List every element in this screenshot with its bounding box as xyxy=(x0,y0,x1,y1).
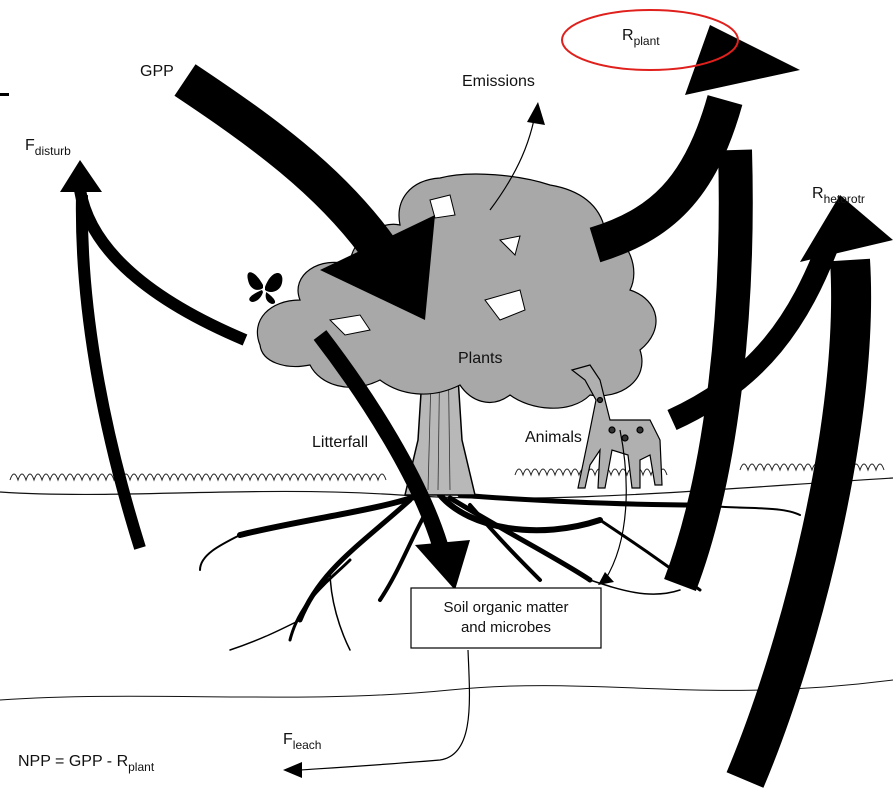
soil-box-text: Soil organic matter and microbes xyxy=(411,598,601,638)
soil-box-line-1: Soil organic matter xyxy=(411,598,601,618)
litterfall-arrowhead xyxy=(415,540,470,590)
animals-to-soil-arrowhead xyxy=(598,572,614,585)
plants-label: Plants xyxy=(458,350,502,367)
f-leach-sub: leach xyxy=(293,738,322,752)
f-leach-main: F xyxy=(283,731,293,748)
npp-sub: plant xyxy=(128,760,155,774)
f-leach-label: Fleach xyxy=(283,731,321,752)
r-heterotr-sub: heterotr xyxy=(824,192,865,206)
corner-tick xyxy=(0,93,9,96)
r-plant-label: Rplant xyxy=(622,27,660,48)
npp-equation: NPP = GPP - Rplant xyxy=(18,753,155,774)
r-heterotr-arrow-lower xyxy=(745,260,851,780)
gpp-arrow xyxy=(185,80,380,250)
emissions-arrowhead xyxy=(527,102,545,125)
f-disturb-arrowhead xyxy=(60,160,102,192)
f-leach-arrowhead xyxy=(283,762,302,778)
f-disturb-label: Fdisturb xyxy=(25,137,71,158)
f-disturb-sub: disturb xyxy=(35,144,71,158)
soil-respiration-arrow xyxy=(680,150,736,585)
gpp-label: GPP xyxy=(140,63,174,80)
emissions-label: Emissions xyxy=(462,73,535,90)
f-disturb-arrow xyxy=(80,190,245,340)
f-disturb-main: F xyxy=(25,137,35,154)
r-plant-sub: plant xyxy=(634,34,661,48)
tree-canopy xyxy=(257,174,656,408)
r-heterotr-label: Rheterotr xyxy=(812,185,865,206)
r-plant-arrowhead xyxy=(685,25,800,95)
r-heterotr-main: R xyxy=(812,185,824,202)
butterfly-icon xyxy=(247,272,282,304)
soil-box-line-2: and microbes xyxy=(411,618,601,638)
f-leach-arrow xyxy=(300,650,469,770)
r-plant-main: R xyxy=(622,27,634,44)
r-plant-arrow xyxy=(595,100,725,245)
litterfall-label: Litterfall xyxy=(312,434,368,451)
animals-label: Animals xyxy=(525,429,582,446)
npp-main: NPP = GPP - R xyxy=(18,753,128,770)
